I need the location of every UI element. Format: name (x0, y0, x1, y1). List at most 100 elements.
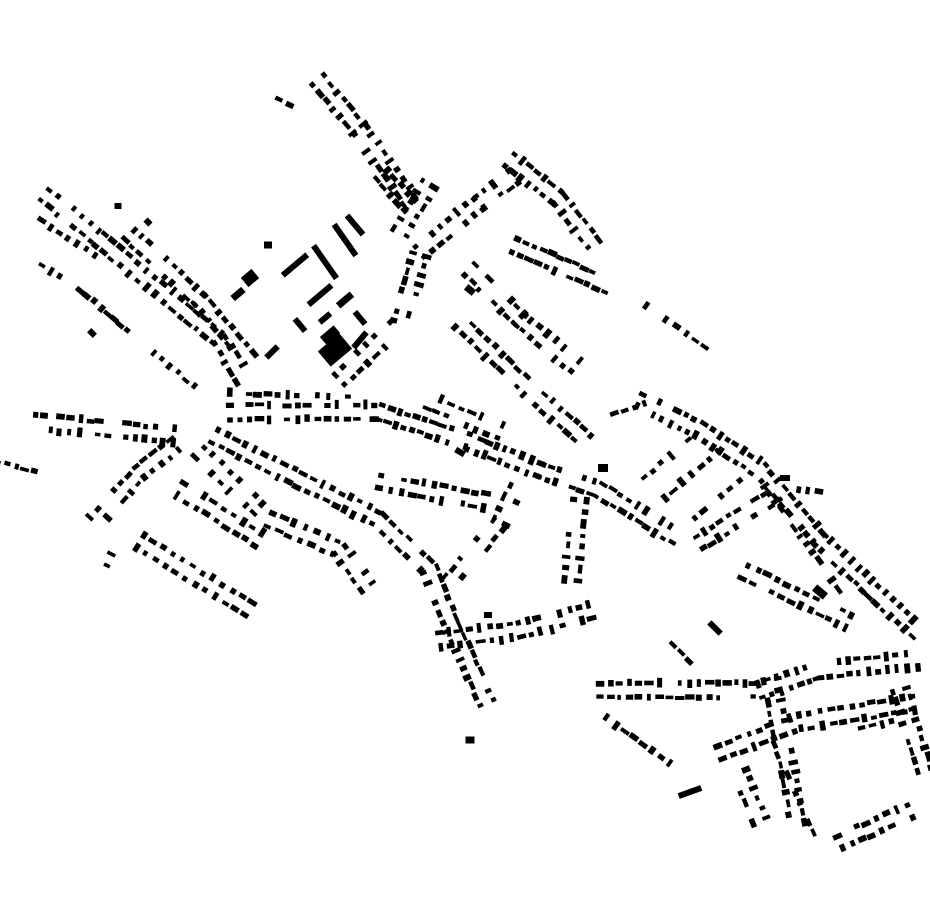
building (490, 696, 497, 703)
building (773, 675, 782, 682)
building (705, 455, 714, 464)
building (104, 433, 112, 439)
building (214, 426, 222, 434)
building (84, 512, 95, 522)
building (378, 529, 387, 538)
building (320, 71, 328, 79)
building (501, 444, 508, 453)
building (498, 635, 505, 646)
building (207, 439, 216, 447)
building (237, 417, 243, 423)
building (778, 761, 784, 769)
building (832, 832, 843, 841)
building (217, 479, 225, 487)
building (700, 437, 709, 446)
building (238, 592, 248, 601)
building (904, 801, 911, 809)
building (246, 597, 258, 608)
building (454, 446, 466, 458)
building (419, 177, 426, 184)
building (116, 478, 125, 487)
building (263, 468, 272, 476)
building (400, 205, 409, 215)
building (431, 480, 438, 490)
building (888, 717, 895, 725)
building (267, 400, 271, 410)
building (575, 555, 585, 562)
building (229, 587, 238, 596)
building (860, 713, 868, 723)
building (907, 693, 913, 701)
building (761, 814, 771, 821)
building (340, 95, 349, 104)
building (742, 679, 748, 688)
building (368, 579, 377, 587)
building (781, 788, 791, 796)
building (480, 449, 489, 461)
building (870, 598, 881, 609)
building (201, 586, 209, 594)
building (326, 392, 331, 401)
building (683, 656, 694, 667)
building (322, 96, 332, 106)
building (389, 316, 398, 324)
building (66, 428, 72, 436)
building (208, 497, 219, 506)
building (70, 205, 78, 213)
building (399, 424, 407, 432)
building (866, 698, 876, 706)
building (508, 248, 516, 256)
building (460, 271, 469, 280)
building (561, 564, 570, 571)
building (527, 454, 537, 466)
building (378, 182, 388, 192)
building (353, 417, 361, 421)
building (640, 473, 648, 481)
building (371, 350, 381, 361)
building (698, 505, 709, 516)
building (181, 293, 191, 303)
building (502, 312, 511, 321)
building (677, 680, 682, 686)
building (442, 412, 450, 419)
building (218, 581, 227, 590)
building (460, 500, 466, 507)
building (801, 529, 811, 539)
building (588, 226, 597, 235)
building (509, 447, 517, 455)
building (199, 569, 207, 578)
building (713, 532, 724, 544)
building (516, 633, 527, 640)
building (600, 288, 609, 296)
building (714, 447, 722, 456)
building (444, 215, 453, 224)
building (507, 481, 514, 490)
building (785, 598, 797, 607)
building (736, 574, 748, 583)
building (198, 331, 210, 342)
building (512, 364, 523, 375)
building (595, 680, 605, 687)
building (479, 502, 487, 514)
building (335, 558, 346, 568)
building (512, 302, 521, 311)
building (879, 719, 886, 730)
building (218, 443, 226, 451)
building (568, 201, 577, 209)
building (484, 687, 492, 695)
building (263, 391, 273, 397)
building (221, 332, 229, 341)
building (746, 730, 752, 738)
building (78, 212, 86, 220)
building (486, 455, 497, 463)
building (457, 406, 465, 412)
building (473, 344, 483, 354)
building (226, 468, 235, 477)
building (761, 569, 773, 579)
building (671, 321, 682, 331)
building (706, 539, 718, 549)
building (106, 550, 117, 558)
building (227, 322, 237, 332)
building (14, 463, 20, 471)
building (499, 420, 507, 430)
